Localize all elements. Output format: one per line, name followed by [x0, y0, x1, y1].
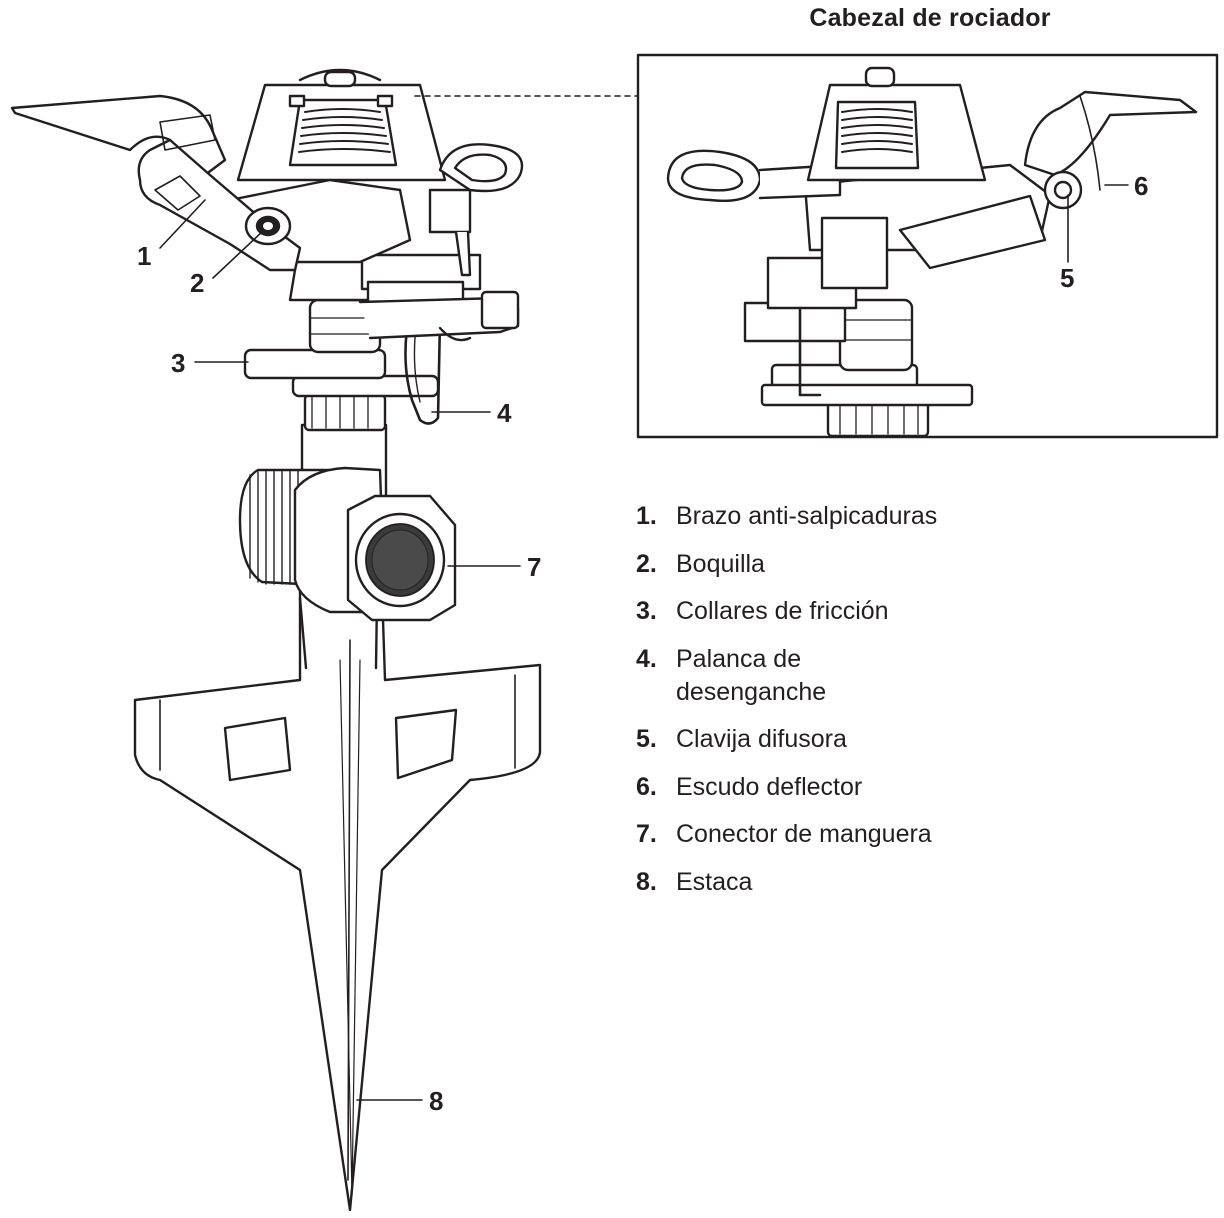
leader-line-2 [212, 229, 265, 279]
legend-text: Brazo anti-salpicaduras [676, 502, 938, 530]
legend-item: 2. Boquilla [636, 548, 937, 581]
legend-number: 5. [636, 725, 657, 753]
callout-6: 6 [1134, 171, 1148, 201]
legend-item: 7. Conector de manguera [636, 818, 937, 851]
legend-number: 4. [636, 644, 657, 673]
legend-number: 8. [636, 867, 657, 896]
legend-number: 6. [636, 772, 657, 801]
legend-text: Estaca [676, 867, 753, 896]
collar-illustration [243, 298, 442, 432]
sprinkler-head-illustration [10, 68, 524, 342]
legend-number: 1. [636, 502, 657, 530]
leader-line-1 [159, 199, 206, 249]
legend-item: 5. Clavija difusora [636, 723, 937, 756]
leader-lines [159, 184, 1129, 1101]
legend-text: Conector de manguera [676, 820, 932, 848]
callout-2: 2 [190, 268, 204, 298]
hose-connector-illustration [238, 423, 457, 622]
legend-text: Clavija difusora [676, 725, 847, 753]
legend-text: Palanca de desenganche [676, 644, 827, 706]
legend-number: 7. [636, 820, 657, 848]
legend-text: Escudo deflector [676, 772, 863, 801]
callout-5: 5 [1060, 263, 1074, 293]
callout-1: 1 [137, 241, 151, 271]
callout-3: 3 [171, 348, 185, 378]
legend-number: 3. [636, 597, 657, 625]
callout-7: 7 [527, 552, 541, 582]
legend-item: 1. Brazo anti-salpicaduras [636, 500, 937, 533]
legend-item: 3. Collares de fricción [636, 595, 937, 628]
inset-frame [636, 53, 1219, 439]
inset-sprinkler-illustration [666, 66, 1198, 438]
legend-item: 4. Palanca de desenganche [636, 643, 876, 709]
callout-8: 8 [429, 1086, 443, 1116]
legend-text: Collares de fricción [676, 597, 889, 625]
legend-text: Boquilla [676, 549, 765, 578]
callout-4: 4 [497, 398, 512, 428]
legend-item: 6. Escudo deflector [636, 771, 937, 804]
legend-number: 2. [636, 549, 657, 578]
parts-legend: 1. Brazo anti-salpicaduras 2. Boquilla 3. C… [636, 500, 937, 913]
legend-item: 8. Estaca [636, 866, 937, 899]
inset-title: Cabezal de rociador [809, 4, 1051, 32]
stake-illustration [133, 588, 542, 1212]
